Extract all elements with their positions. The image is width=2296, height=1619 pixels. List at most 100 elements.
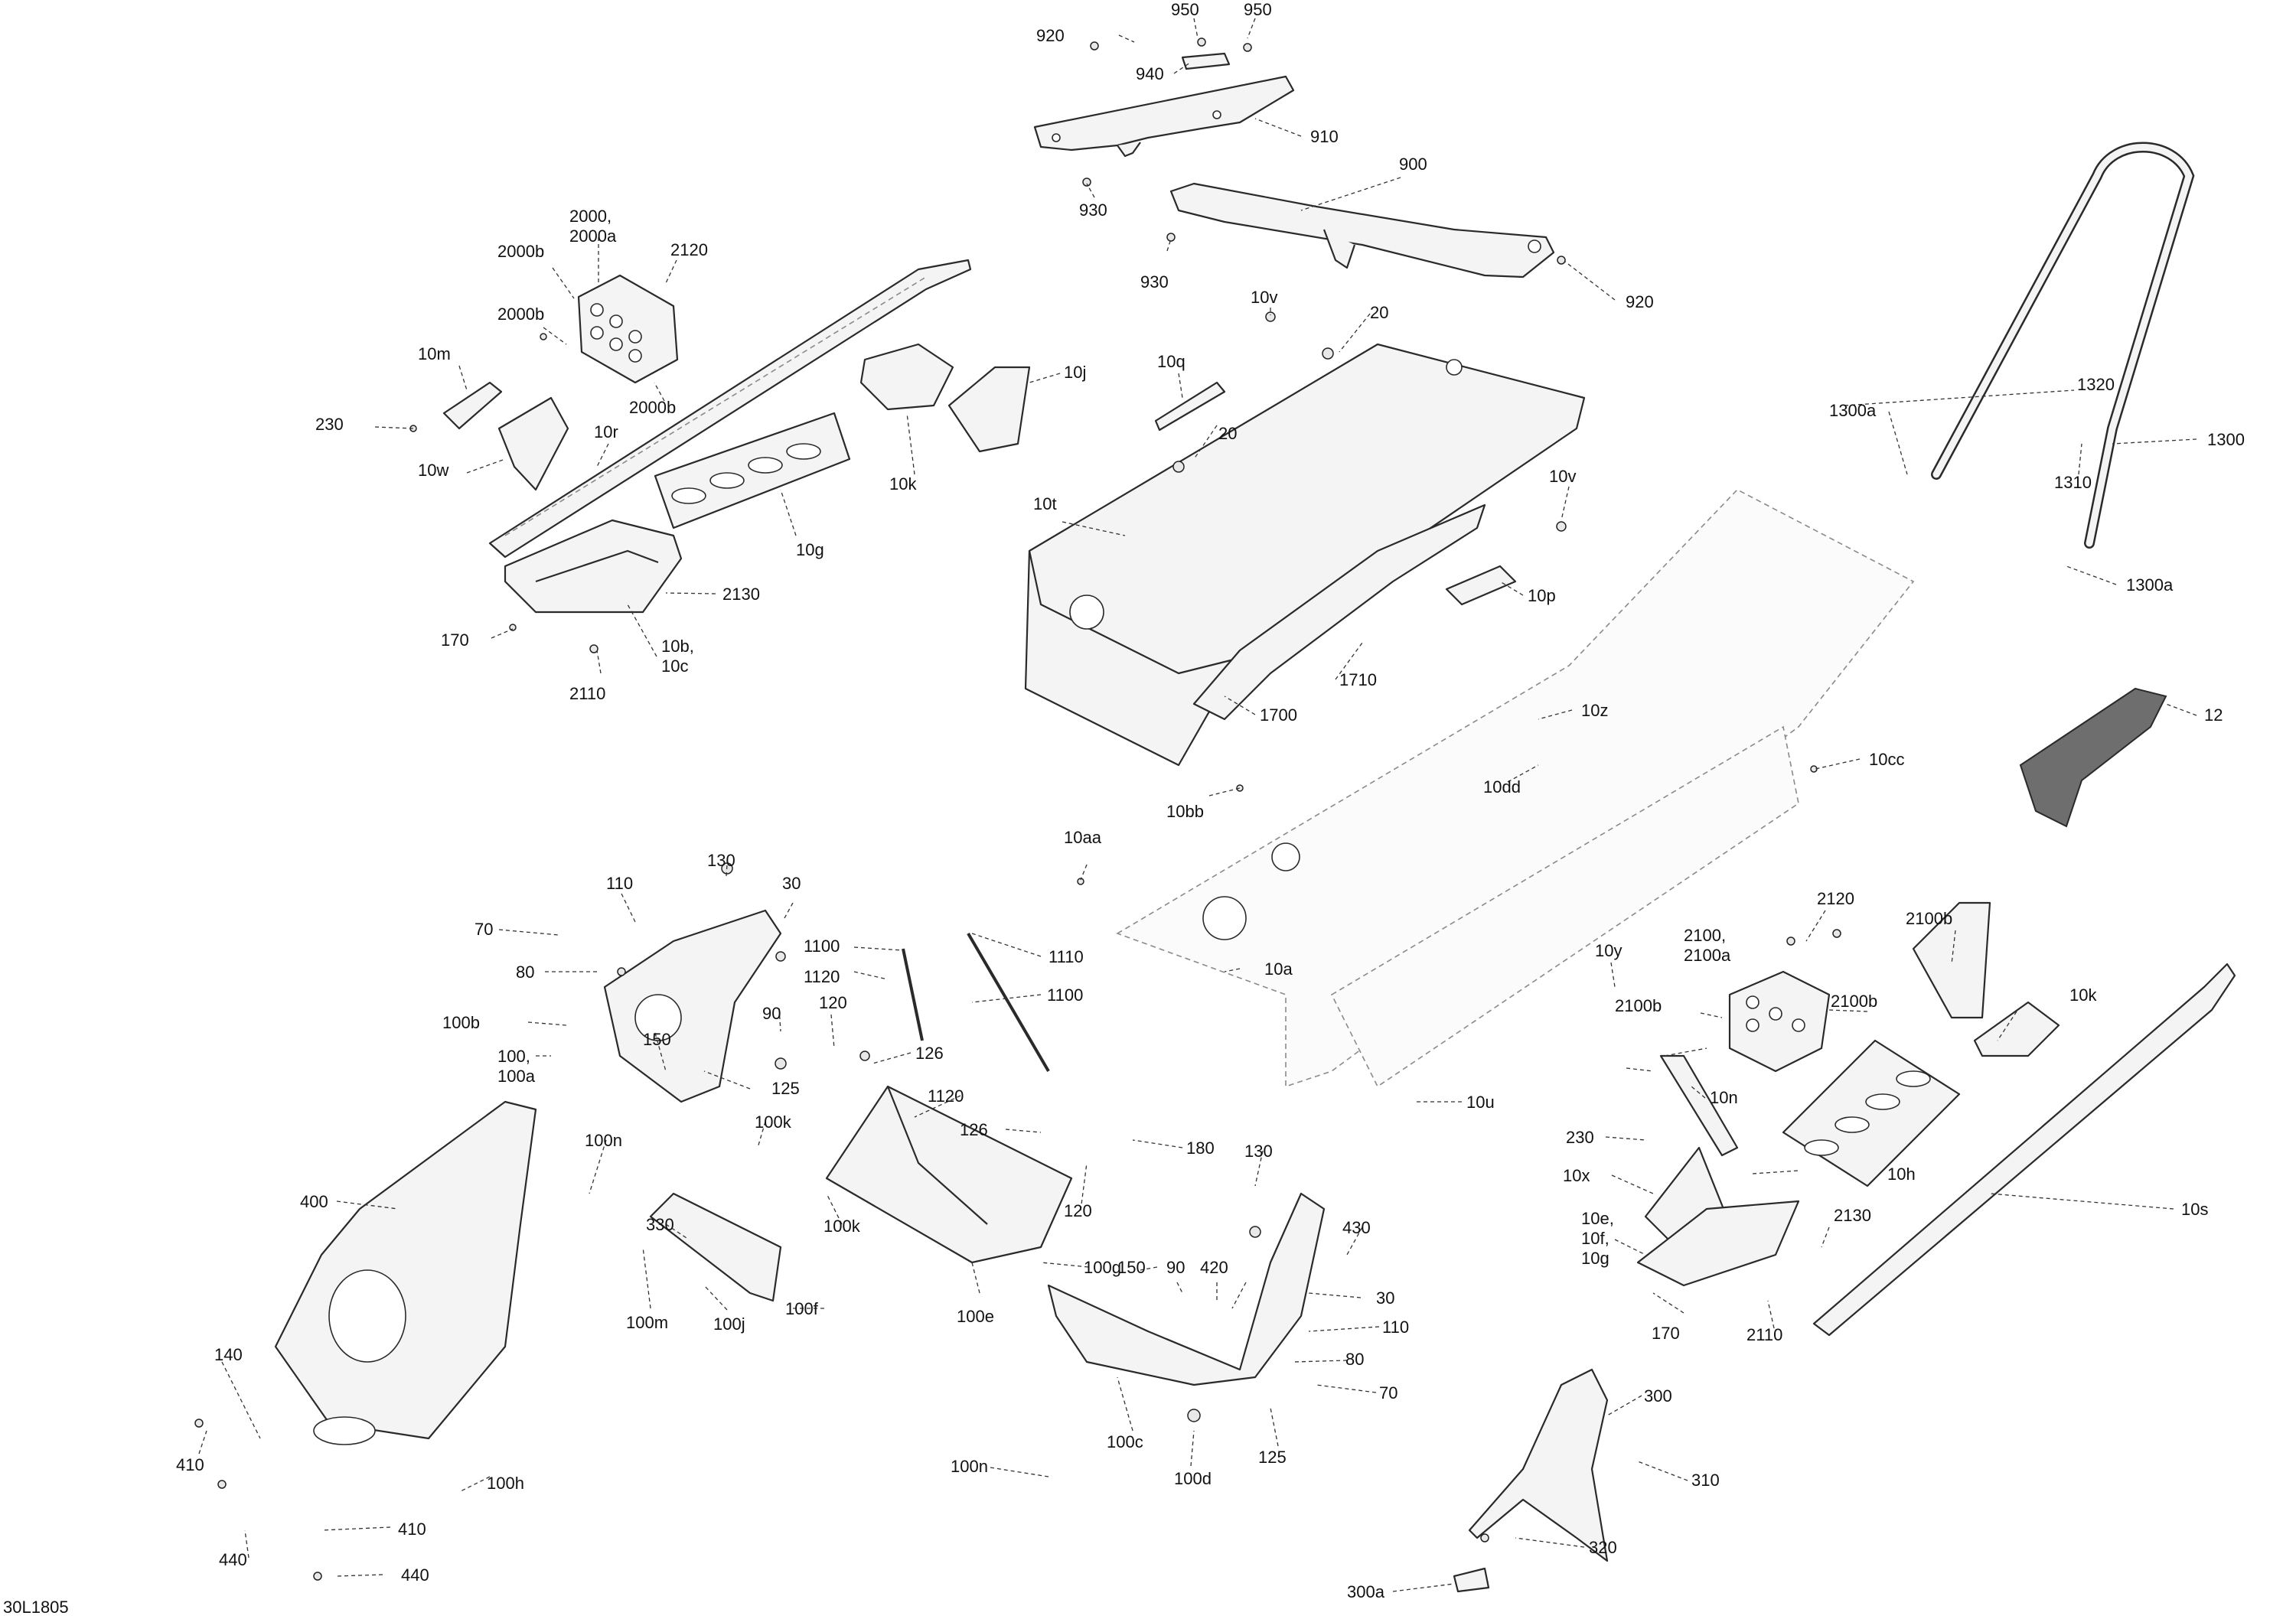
callout-100e: 100e <box>957 1307 994 1326</box>
callout-10s: 10s <box>2181 1200 2208 1219</box>
callout-126: 126 <box>915 1044 944 1063</box>
callout-10w: 10w <box>418 461 448 480</box>
callout-10dd: 10dd <box>1483 777 1521 796</box>
callout-100c: 100c <box>1107 1432 1143 1451</box>
callout-1300a: 1300a <box>2126 575 2174 595</box>
callout-400: 400 <box>300 1192 328 1211</box>
callout-430: 430 <box>1342 1218 1371 1237</box>
callout-10j: 10j <box>1064 363 1086 382</box>
callout-320: 320 <box>1589 1538 1617 1557</box>
callout-910: 910 <box>1310 127 1339 146</box>
callout-1300: 1300 <box>2207 430 2245 449</box>
callout-125: 125 <box>771 1079 800 1098</box>
callout-1700: 1700 <box>1260 705 1297 725</box>
callout-920: 920 <box>1036 26 1065 45</box>
part-10n-bracket <box>1659 1054 1739 1157</box>
callout-10b: 10b, <box>661 637 694 656</box>
callout-90: 90 <box>762 1004 781 1023</box>
callout-2000a: 2000a <box>569 226 617 246</box>
callout-100m: 100m <box>626 1313 668 1332</box>
callout-10h: 10h <box>1887 1165 1916 1184</box>
part-1100-strut-a <box>902 948 924 1041</box>
callout-2100a: 2100a <box>1684 946 1731 965</box>
callout-180: 180 <box>1186 1139 1215 1158</box>
part-940-plate <box>1181 52 1231 70</box>
part-10g-plate <box>654 412 851 529</box>
callout-10p: 10p <box>1528 586 1556 605</box>
callout-1110: 1110 <box>1049 947 1084 966</box>
callout-230: 230 <box>1566 1128 1594 1147</box>
part-1100-strut-b <box>967 932 1050 1073</box>
callout-100k: 100k <box>823 1217 861 1236</box>
part-10q-bracket <box>1154 381 1226 432</box>
callout-940: 940 <box>1136 64 1164 83</box>
part-10b-footrest <box>504 519 683 614</box>
callout-1320: 1320 <box>2077 375 2115 394</box>
callout-10r: 10r <box>594 422 618 441</box>
callout-410: 410 <box>176 1455 204 1474</box>
callout-100b: 100b <box>442 1013 480 1032</box>
callout-80: 80 <box>1345 1350 1364 1369</box>
part-10p-bracket <box>1445 565 1517 606</box>
callout-440: 440 <box>401 1565 429 1585</box>
part-2000-block <box>577 274 679 384</box>
callout-10n: 10n <box>1710 1088 1738 1107</box>
part-100e-panel <box>825 1085 1073 1264</box>
callout-330: 330 <box>646 1215 674 1234</box>
diagram-code: 30L1805 <box>3 1598 69 1617</box>
callout-100n: 100n <box>585 1131 622 1150</box>
callout-110: 110 <box>606 874 633 893</box>
callout-310: 310 <box>1691 1471 1720 1490</box>
callout-10k: 10k <box>2069 985 2097 1005</box>
callout-10aa: 10aa <box>1064 828 1102 847</box>
callout-2100: 2100, <box>1684 926 1726 945</box>
callout-1120: 1120 <box>804 967 840 986</box>
callout-10cc: 10cc <box>1869 750 1904 769</box>
callout-10a: 10a <box>1264 959 1293 979</box>
callout-10g: 10g <box>796 540 824 559</box>
callout-100n: 100n <box>951 1457 988 1476</box>
callout-126: 126 <box>960 1120 988 1139</box>
callout-10t: 10t <box>1033 494 1057 513</box>
part-910-rail-bracket <box>1033 75 1295 158</box>
callout-10g: 10g <box>1581 1249 1609 1268</box>
callout-10f: 10f, <box>1581 1229 1609 1248</box>
part-1300-bumper <box>1931 142 2195 549</box>
callout-1310: 1310 <box>2054 473 2092 492</box>
callout-2100b: 2100b <box>1615 996 1662 1015</box>
callout-20: 20 <box>1370 303 1388 322</box>
callout-230: 230 <box>315 415 344 434</box>
callout-130: 130 <box>707 851 735 870</box>
part-10k-plate-left <box>859 343 954 411</box>
callout-100k: 100k <box>755 1112 792 1132</box>
callout-950: 950 <box>1171 0 1199 19</box>
callout-10k: 10k <box>889 474 917 494</box>
callout-2110: 2110 <box>569 684 605 703</box>
callout-1300a: 1300a <box>1829 401 1877 420</box>
part-400-steering-frame <box>274 1100 537 1445</box>
callout-20: 20 <box>1218 424 1237 443</box>
part-10m-plate <box>442 381 503 430</box>
callout-labels: 920 950 950 940 910 900 930 930 920 2000… <box>176 0 2245 1601</box>
callout-130: 130 <box>1244 1142 1273 1161</box>
part-300-support <box>1468 1368 1609 1562</box>
callout-70: 70 <box>475 920 493 939</box>
callout-10bb: 10bb <box>1166 802 1204 821</box>
callout-2130: 2130 <box>722 585 760 604</box>
callout-300: 300 <box>1644 1386 1672 1406</box>
callout-170: 170 <box>1652 1324 1680 1343</box>
callout-10u: 10u <box>1466 1093 1495 1112</box>
callout-120: 120 <box>1064 1201 1092 1220</box>
part-900-rail <box>1169 182 1555 279</box>
callout-2120: 2120 <box>1817 889 1854 908</box>
callout-2000b: 2000b <box>629 398 676 417</box>
callout-10e: 10e, <box>1581 1209 1614 1228</box>
callout-10z: 10z <box>1581 701 1608 720</box>
part-12-grab-handle <box>2019 687 2167 828</box>
callout-10v: 10v <box>1549 467 1576 486</box>
callout-950: 950 <box>1244 0 1272 19</box>
callout-150: 150 <box>643 1030 671 1049</box>
callout-100: 100, <box>497 1047 530 1066</box>
